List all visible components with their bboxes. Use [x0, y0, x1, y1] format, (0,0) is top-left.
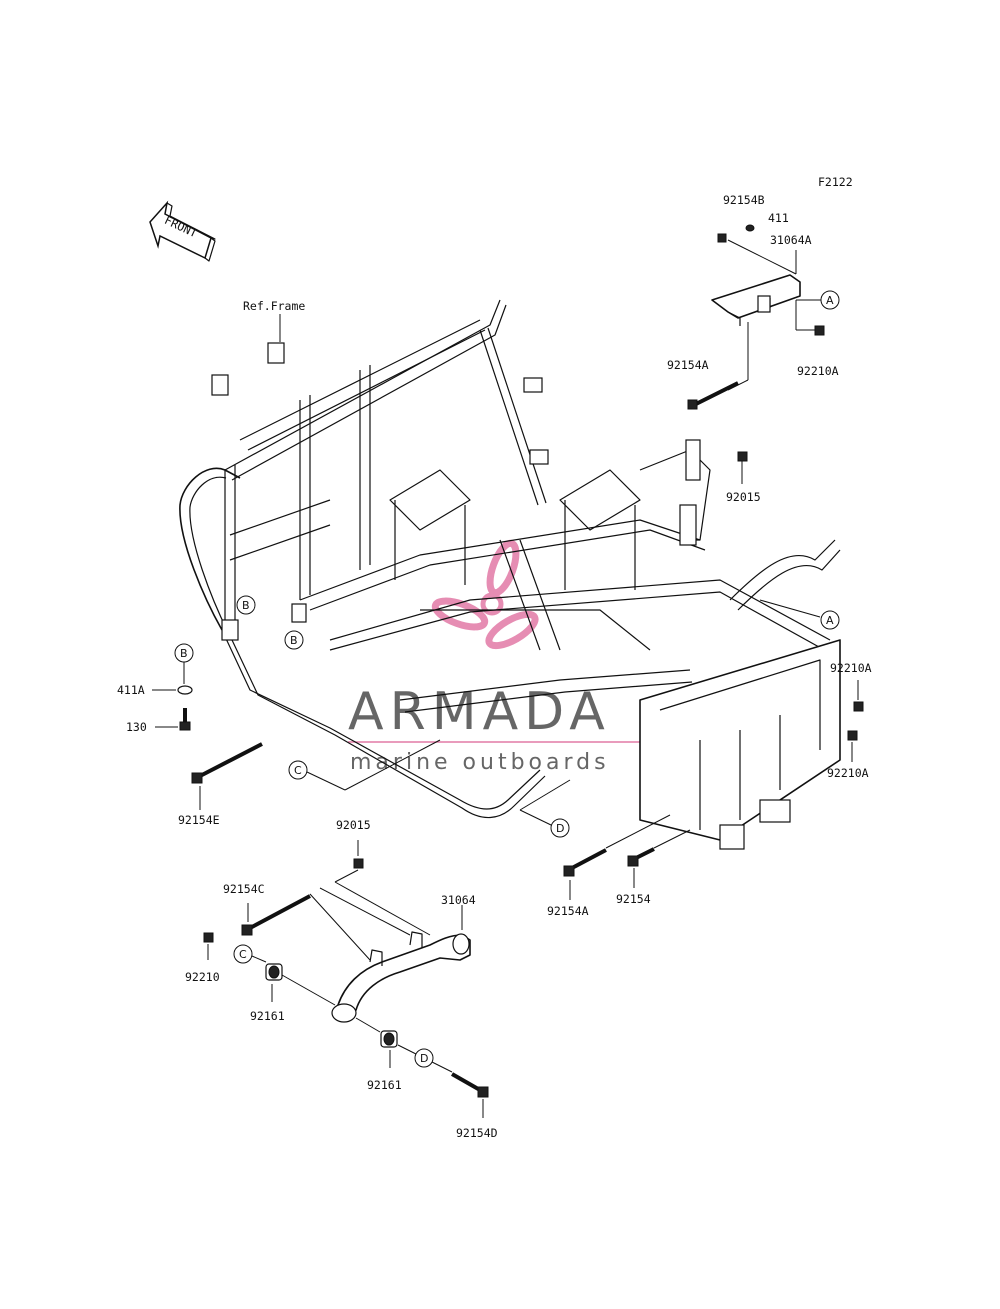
washer-411a-icon	[177, 685, 193, 695]
nut-92210-icon	[203, 932, 214, 943]
svg-text:A: A	[826, 614, 834, 627]
label-92154e: 92154E	[178, 813, 220, 827]
watermark-logo	[431, 539, 539, 650]
bracket-31064a	[711, 274, 801, 326]
label-411a: 411A	[117, 683, 145, 697]
bolt-92154e-icon	[191, 742, 263, 784]
label-31064a: 31064A	[770, 233, 812, 247]
svg-text:B: B	[290, 634, 298, 647]
bolt-92154-icon	[627, 847, 655, 867]
bushing-92161-left-icon	[265, 963, 283, 981]
bolt-92154c-icon	[241, 894, 311, 936]
watermark-tagline: marine outboards	[350, 750, 610, 775]
callout-b-frame-right: B	[284, 630, 304, 650]
label-92210: 92210	[185, 970, 220, 984]
label-92154c: 92154C	[223, 882, 265, 896]
label-92154b: 92154B	[723, 193, 765, 207]
svg-text:A: A	[826, 294, 834, 307]
label-92015-right: 92015	[726, 490, 761, 504]
nut-92015-right-icon	[737, 451, 748, 462]
nut-92210a-mid1-icon	[853, 701, 864, 712]
nut-92210a-top-icon	[814, 325, 825, 336]
label-92210a-top: 92210A	[797, 364, 839, 378]
bolt-130-icon	[179, 708, 191, 731]
bolt-92154b-icon	[717, 233, 727, 243]
svg-text:D: D	[420, 1052, 428, 1065]
washer-411-icon	[745, 224, 755, 232]
ref-frame-label: Ref.Frame	[243, 299, 305, 313]
nut-92210a-mid2-icon	[847, 730, 858, 741]
svg-text:C: C	[294, 764, 302, 777]
label-92154d: 92154D	[456, 1126, 498, 1140]
svg-text:C: C	[239, 948, 247, 961]
label-92015-left: 92015	[336, 818, 371, 832]
bolt-92154d-icon	[451, 1072, 489, 1098]
label-92161-bottom: 92161	[367, 1078, 402, 1092]
callout-d-detail: D	[414, 1048, 434, 1068]
label-31064: 31064	[441, 893, 476, 907]
label-92154: 92154	[616, 892, 651, 906]
bolt-92154a-bottom-icon	[563, 848, 607, 877]
label-92210a-mid1: 92210A	[830, 661, 872, 675]
callout-a-top: A	[820, 290, 840, 310]
vehicle-frame	[179, 299, 841, 850]
label-130: 130	[126, 720, 147, 734]
callout-c-frame: C	[288, 760, 308, 780]
bushing-92161-bottom-icon	[380, 1030, 398, 1048]
front-arrow-icon	[149, 200, 216, 262]
svg-text:D: D	[556, 822, 564, 835]
svg-text:B: B	[242, 599, 250, 612]
callout-a-right: A	[820, 610, 840, 630]
leader-92154b	[727, 239, 797, 275]
callout-b-detail: B	[174, 643, 194, 663]
callout-b-frame-left: B	[236, 595, 256, 615]
label-92154a-bottom: 92154A	[547, 904, 589, 918]
bolt-92154a-top-icon	[687, 381, 739, 410]
label-92161-left: 92161	[250, 1009, 285, 1023]
nut-92015-left-icon	[353, 858, 364, 869]
svg-text:B: B	[180, 647, 188, 660]
callout-d-frame: D	[550, 818, 570, 838]
diagram-id: F2122	[818, 175, 853, 189]
label-411: 411	[768, 211, 789, 225]
label-92210a-mid2: 92210A	[827, 766, 869, 780]
callout-c-detail: C	[233, 944, 253, 964]
stabilizer-31064	[331, 931, 471, 1023]
label-92154a-top: 92154A	[667, 358, 709, 372]
